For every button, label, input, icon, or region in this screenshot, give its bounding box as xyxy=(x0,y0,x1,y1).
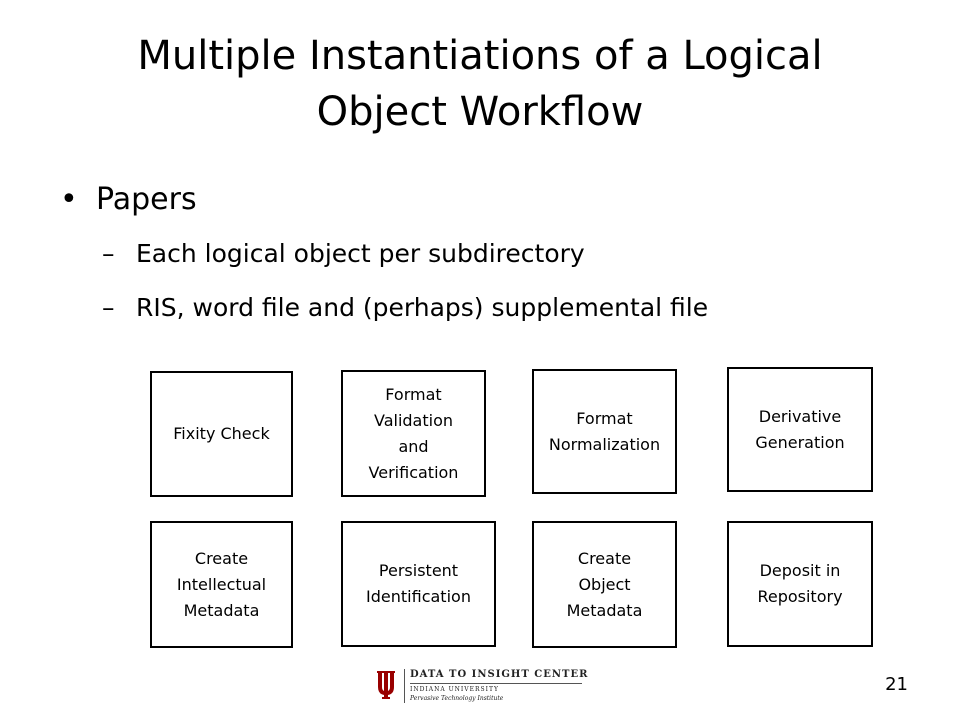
workflow-step-label: Derivative Generation xyxy=(755,406,845,452)
workflow-step-deposit-in-repository: Deposit in Repository xyxy=(727,521,873,647)
workflow-step-label: Format Normalization xyxy=(548,408,661,454)
workflow-step-label: Persistent Identification xyxy=(366,561,471,606)
logo-university: INDIANA UNIVERSITY xyxy=(410,686,499,693)
workflow-step-label: Fixity Check xyxy=(173,424,270,443)
workflow-step-derivative-generation: Derivative Generation xyxy=(727,367,873,492)
workflow-step-label: Format Validation and Verification xyxy=(368,384,459,482)
workflow-step-format-normalization: Format Normalization xyxy=(532,369,677,494)
sub-bullet-text: Each logical object per subdirectory xyxy=(136,239,585,268)
bullet-marker: • xyxy=(60,182,78,217)
page-number: 21 xyxy=(885,674,908,695)
logo-divider xyxy=(404,669,405,703)
data-to-insight-center-logo: DATA TO INSIGHT CENTER INDIANA UNIVERSIT… xyxy=(374,665,587,707)
trident-shape xyxy=(377,671,395,699)
bullet-text: Papers xyxy=(96,182,197,217)
workflow-step-create-intellectual-metadata: Create Intellectual Metadata xyxy=(150,521,293,648)
bullet-list: • Papers – Each logical object per subdi… xyxy=(60,178,920,328)
workflow-step-label: Create Intellectual Metadata xyxy=(176,548,267,620)
indiana-university-trident-icon xyxy=(374,669,398,701)
logo-center-name: DATA TO INSIGHT CENTER xyxy=(410,669,589,680)
sub-bullet-item: – Each logical object per subdirectory xyxy=(60,234,920,274)
workflow-step-format-validation: Format Validation and Verification xyxy=(341,370,486,497)
sub-bullet-text: RIS, word file and (perhaps) supplementa… xyxy=(136,293,709,322)
workflow-step-fixity-check: Fixity Check xyxy=(150,371,293,497)
sub-bullet-marker: – xyxy=(102,239,115,268)
slide-title: Multiple Instantiations of a Logical Obj… xyxy=(137,33,823,135)
logo-institute: Pervasive Technology Institute xyxy=(410,695,504,702)
logo-rule xyxy=(410,683,582,684)
bullet-item: • Papers xyxy=(60,178,920,222)
workflow-step-persistent-identification: Persistent Identification xyxy=(341,521,496,647)
workflow-step-label: Deposit in Repository xyxy=(757,561,843,606)
sub-bullet-marker: – xyxy=(102,293,115,322)
workflow-step-create-object-metadata: Create Object Metadata xyxy=(532,521,677,648)
workflow-step-label: Create Object Metadata xyxy=(566,548,643,620)
sub-bullet-item: – RIS, word file and (perhaps) supplemen… xyxy=(60,288,920,328)
